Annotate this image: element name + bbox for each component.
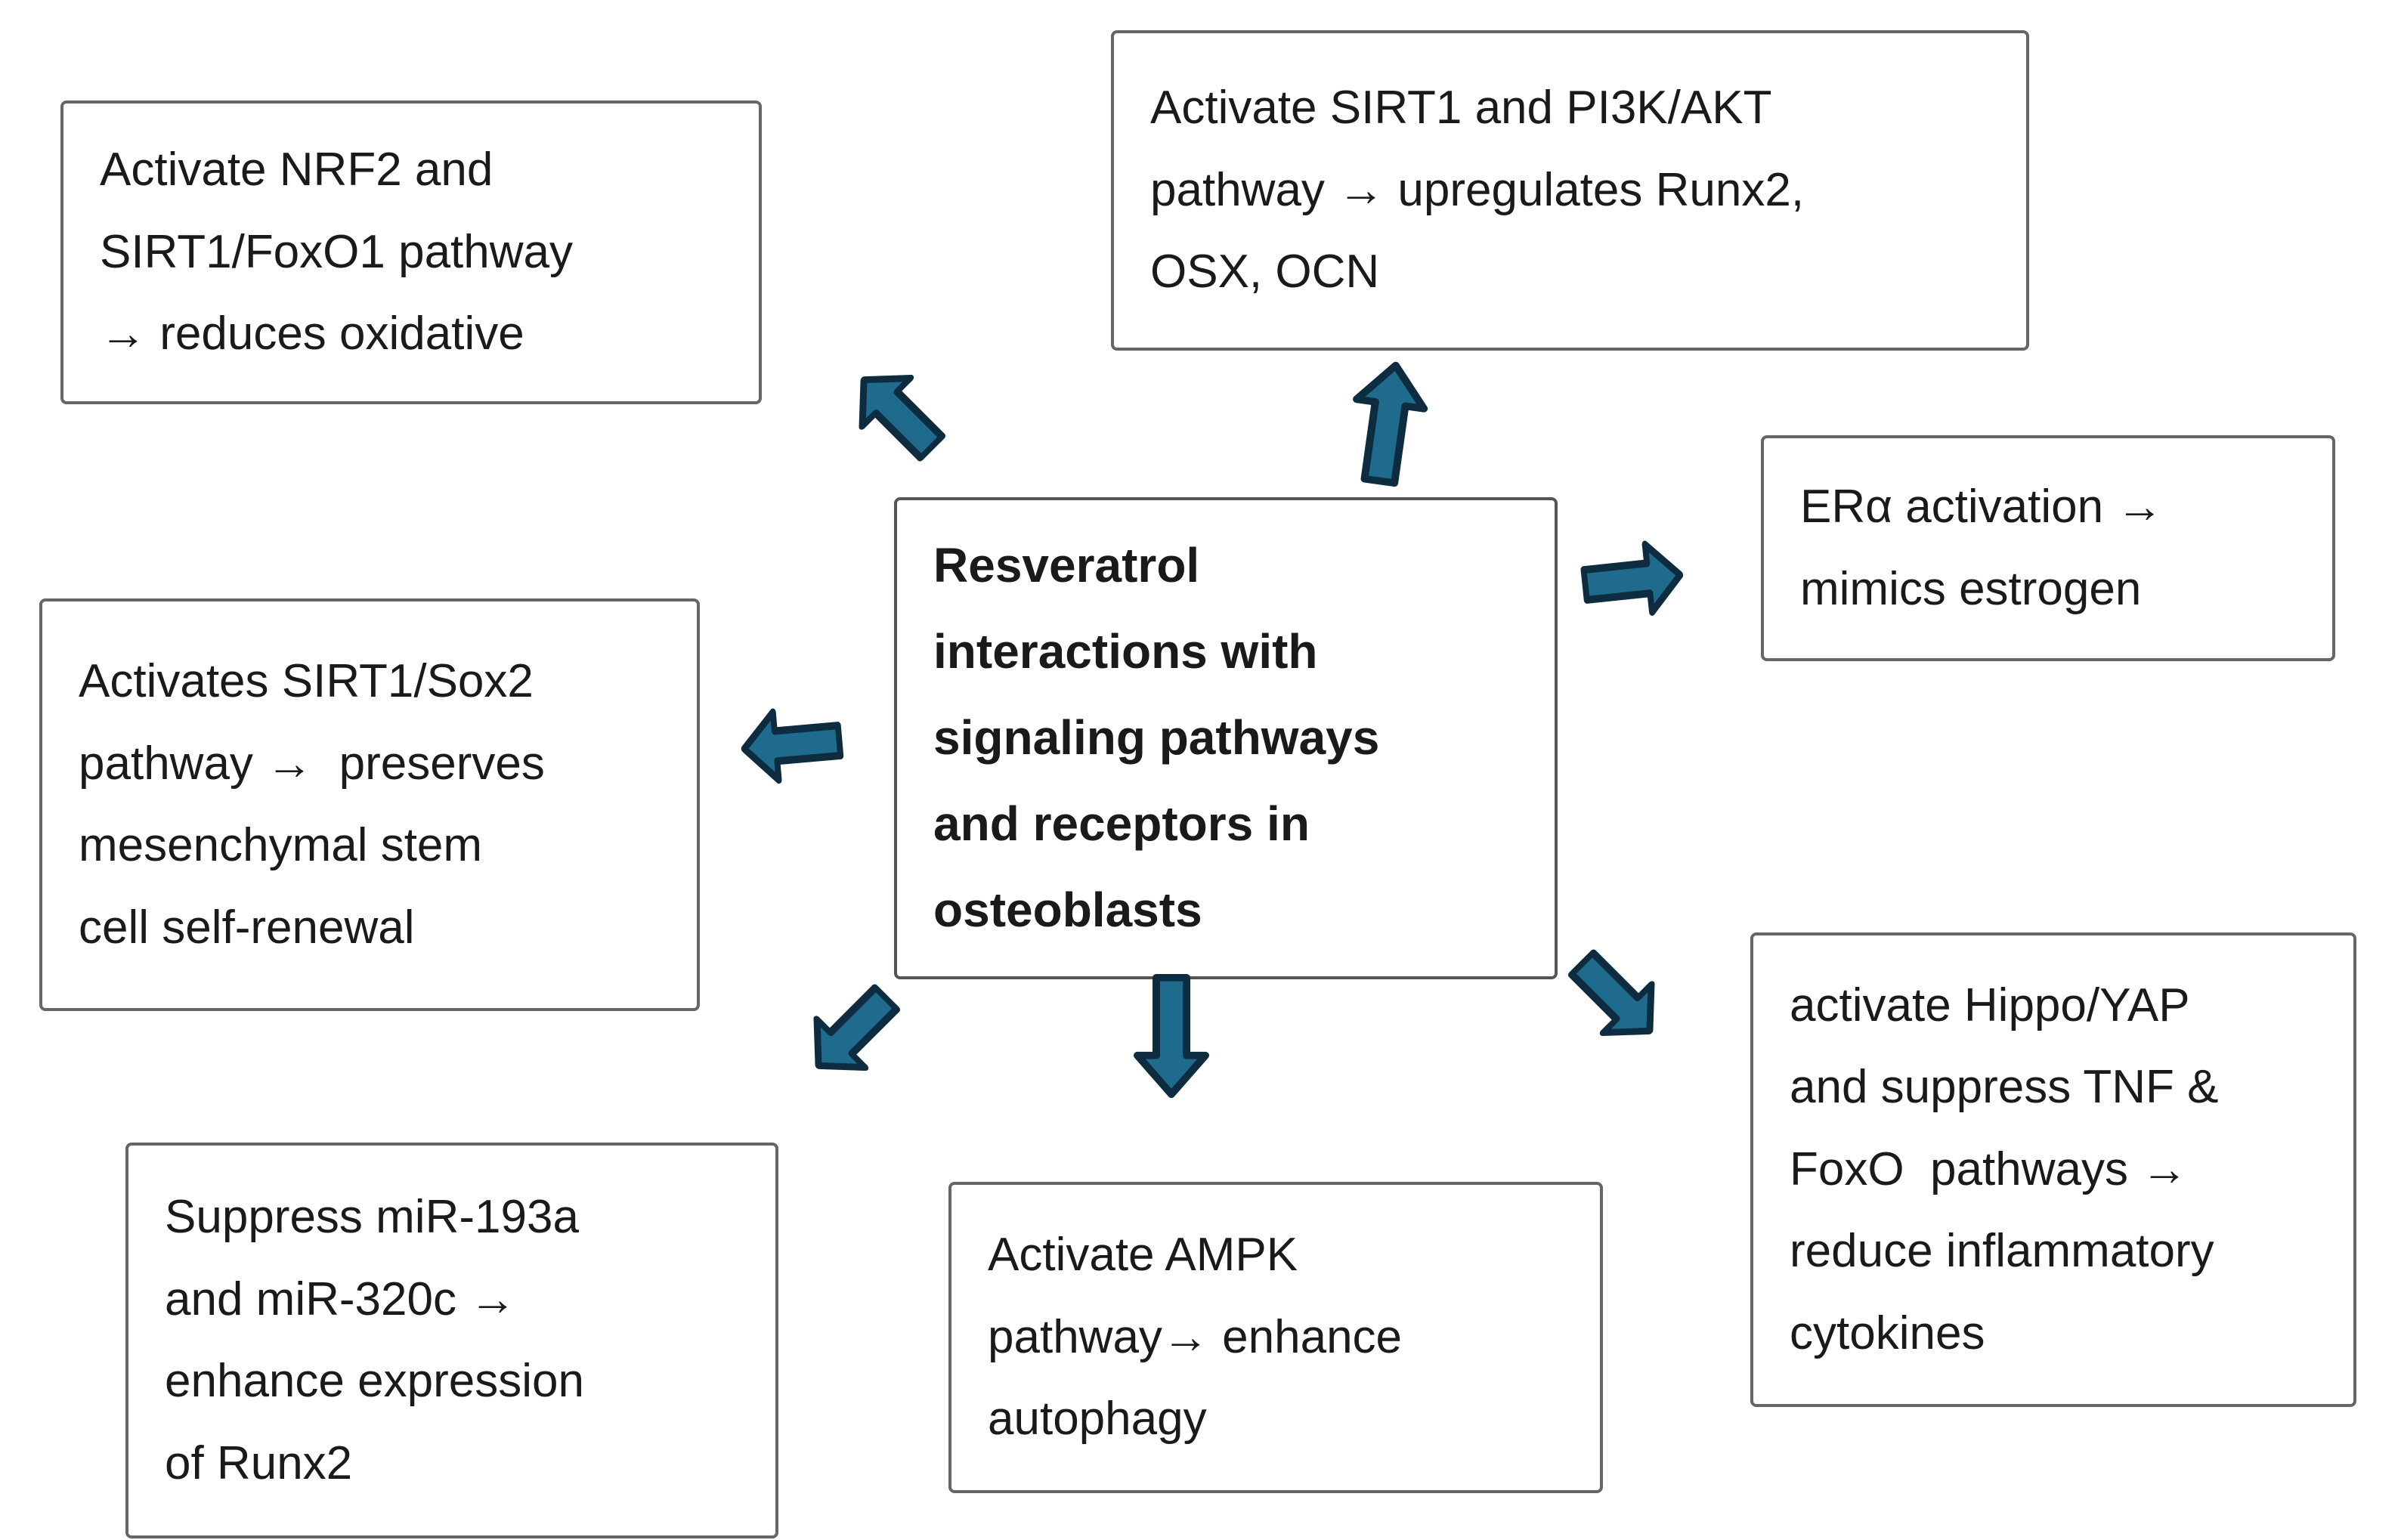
arrow-up-icon	[1341, 357, 1434, 490]
node-era-text: ERα activation → mimics estrogen	[1800, 481, 2164, 615]
node-mir-suppression: Suppress miR-193a and miR-320c → enhance…	[125, 1143, 778, 1538]
arrow-right-icon	[1578, 537, 1688, 623]
node-nrf2-text: Activate NRF2 and SIRT1/FoxO1 pathway → …	[100, 144, 574, 360]
arrow-down-icon	[1134, 973, 1209, 1098]
node-hippo-text: activate Hippo/YAP and suppress TNF & Fo…	[1790, 979, 2219, 1359]
node-center-text: Resveratrol interactions with signaling …	[933, 538, 1380, 937]
node-ampk: Activate AMPK pathway→ enhance autophagy	[948, 1182, 1603, 1493]
arrow-left-icon	[738, 703, 846, 787]
node-er-alpha: ERα activation → mimics estrogen	[1761, 435, 2335, 661]
node-mir-text: Suppress miR-193a and miR-320c → enhance…	[165, 1191, 584, 1489]
arrow-down-left-icon	[790, 969, 915, 1094]
arrow-down-right-icon	[1553, 934, 1679, 1059]
node-sirt1-sox2: Activates SIRT1/Sox2 pathway → preserves…	[39, 598, 700, 1011]
node-hippo-yap: activate Hippo/YAP and suppress TNF & Fo…	[1750, 932, 2356, 1407]
node-ampk-text: Activate AMPK pathway→ enhance autophagy	[988, 1229, 1403, 1446]
arrow-up-left-icon	[835, 351, 961, 476]
node-center-resveratrol: Resveratrol interactions with signaling …	[894, 497, 1558, 979]
node-nrf2-sirt1-foxo1: Activate NRF2 and SIRT1/FoxO1 pathway → …	[60, 101, 762, 404]
node-sox2-text: Activates SIRT1/Sox2 pathway → preserves…	[79, 655, 545, 954]
node-pi3k-text: Activate SIRT1 and PI3K/AKT pathway → up…	[1150, 82, 1805, 298]
node-sirt1-pi3k-akt: Activate SIRT1 and PI3K/AKT pathway → up…	[1111, 30, 2029, 351]
